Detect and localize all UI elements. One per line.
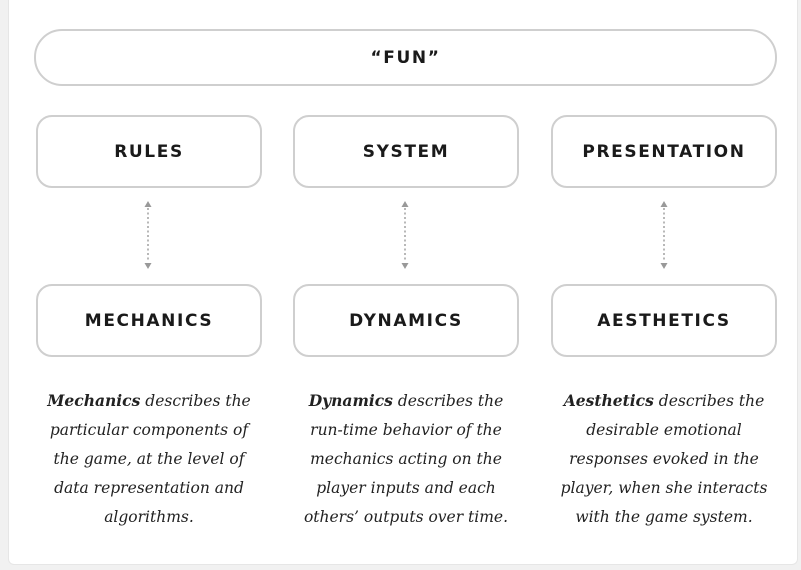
presentation-label: PRESENTATION: [582, 141, 746, 162]
aesthetics-box: AESTHETICS: [551, 284, 777, 357]
arrowhead-down-icon: [660, 263, 668, 269]
dynamics-label: DYNAMICS: [349, 310, 463, 331]
presentation-box: PRESENTATION: [551, 115, 777, 188]
arrowhead-down-icon: [144, 263, 152, 269]
rules-mechanics-connector: [144, 201, 152, 269]
arrowhead-up-icon: [401, 201, 409, 207]
rules-box: RULES: [36, 115, 262, 188]
dynamics-description-text: describes the run-time behavior of the m…: [303, 392, 509, 526]
fun-box: “FUN”: [34, 29, 777, 86]
aesthetics-label: AESTHETICS: [597, 310, 731, 331]
dynamics-description: Dynamics describes the run-time behavior…: [293, 386, 519, 532]
mechanics-term: Mechanics: [47, 391, 141, 410]
presentation-aesthetics-connector: [660, 201, 668, 269]
aesthetics-term: Aesthetics: [563, 391, 654, 410]
system-label: SYSTEM: [362, 141, 450, 162]
mechanics-description-text: describes the particular components of t…: [49, 392, 251, 526]
system-box: SYSTEM: [293, 115, 519, 188]
diagram-frame: [8, 0, 798, 565]
system-dynamics-connector: [401, 201, 409, 269]
aesthetics-description: Aesthetics describes the desirable emoti…: [551, 386, 777, 532]
arrowhead-up-icon: [660, 201, 668, 207]
arrowhead-up-icon: [144, 201, 152, 207]
fun-label: “FUN”: [370, 47, 441, 68]
mechanics-box: MECHANICS: [36, 284, 262, 357]
aesthetics-description-text: describes the desirable emotional respon…: [560, 392, 768, 526]
mechanics-label: MECHANICS: [84, 310, 214, 331]
dynamics-box: DYNAMICS: [293, 284, 519, 357]
arrowhead-down-icon: [401, 263, 409, 269]
dynamics-term: Dynamics: [308, 391, 393, 410]
rules-label: RULES: [114, 141, 184, 162]
mechanics-description: Mechanics describes the particular compo…: [36, 386, 262, 532]
